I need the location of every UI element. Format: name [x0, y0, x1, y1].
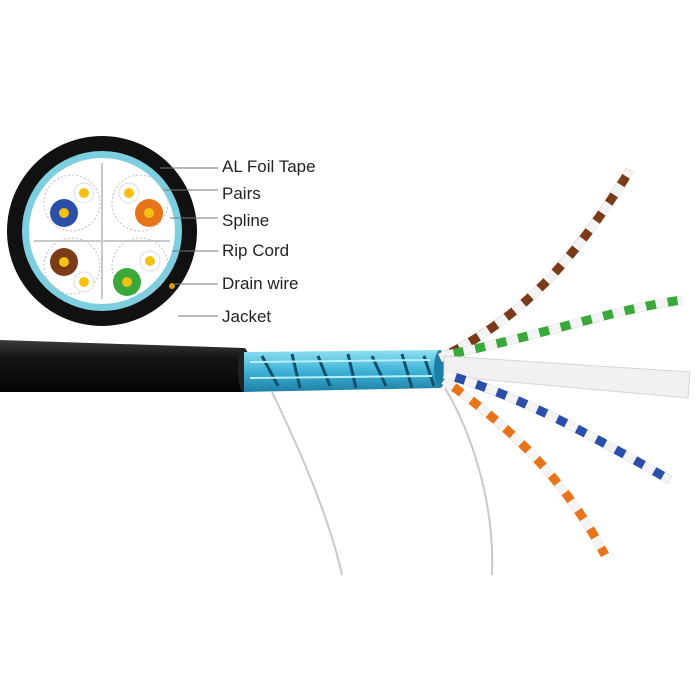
blue-pair — [442, 369, 673, 484]
label-drain-wire: Drain wire — [222, 274, 299, 293]
pair-outlines — [43, 174, 169, 295]
drain-wire — [271, 391, 343, 576]
label-jacket: Jacket — [222, 307, 272, 326]
label-pairs: Pairs — [222, 184, 261, 203]
foil-shield — [244, 350, 446, 392]
drain-wire-dot — [169, 283, 175, 289]
cable-jacket — [0, 340, 250, 392]
label-al-foil-tape: AL Foil Tape — [222, 157, 316, 176]
orange-pair — [441, 376, 609, 558]
brown-pair — [438, 167, 634, 363]
leader-lines — [160, 167, 218, 317]
green-pair — [441, 295, 683, 361]
label-rip-cord: Rip Cord — [222, 241, 290, 260]
label-spline: Spline — [222, 211, 270, 230]
spline-cross — [34, 163, 170, 299]
cross-section — [7, 136, 197, 326]
spline-strip — [443, 355, 691, 399]
